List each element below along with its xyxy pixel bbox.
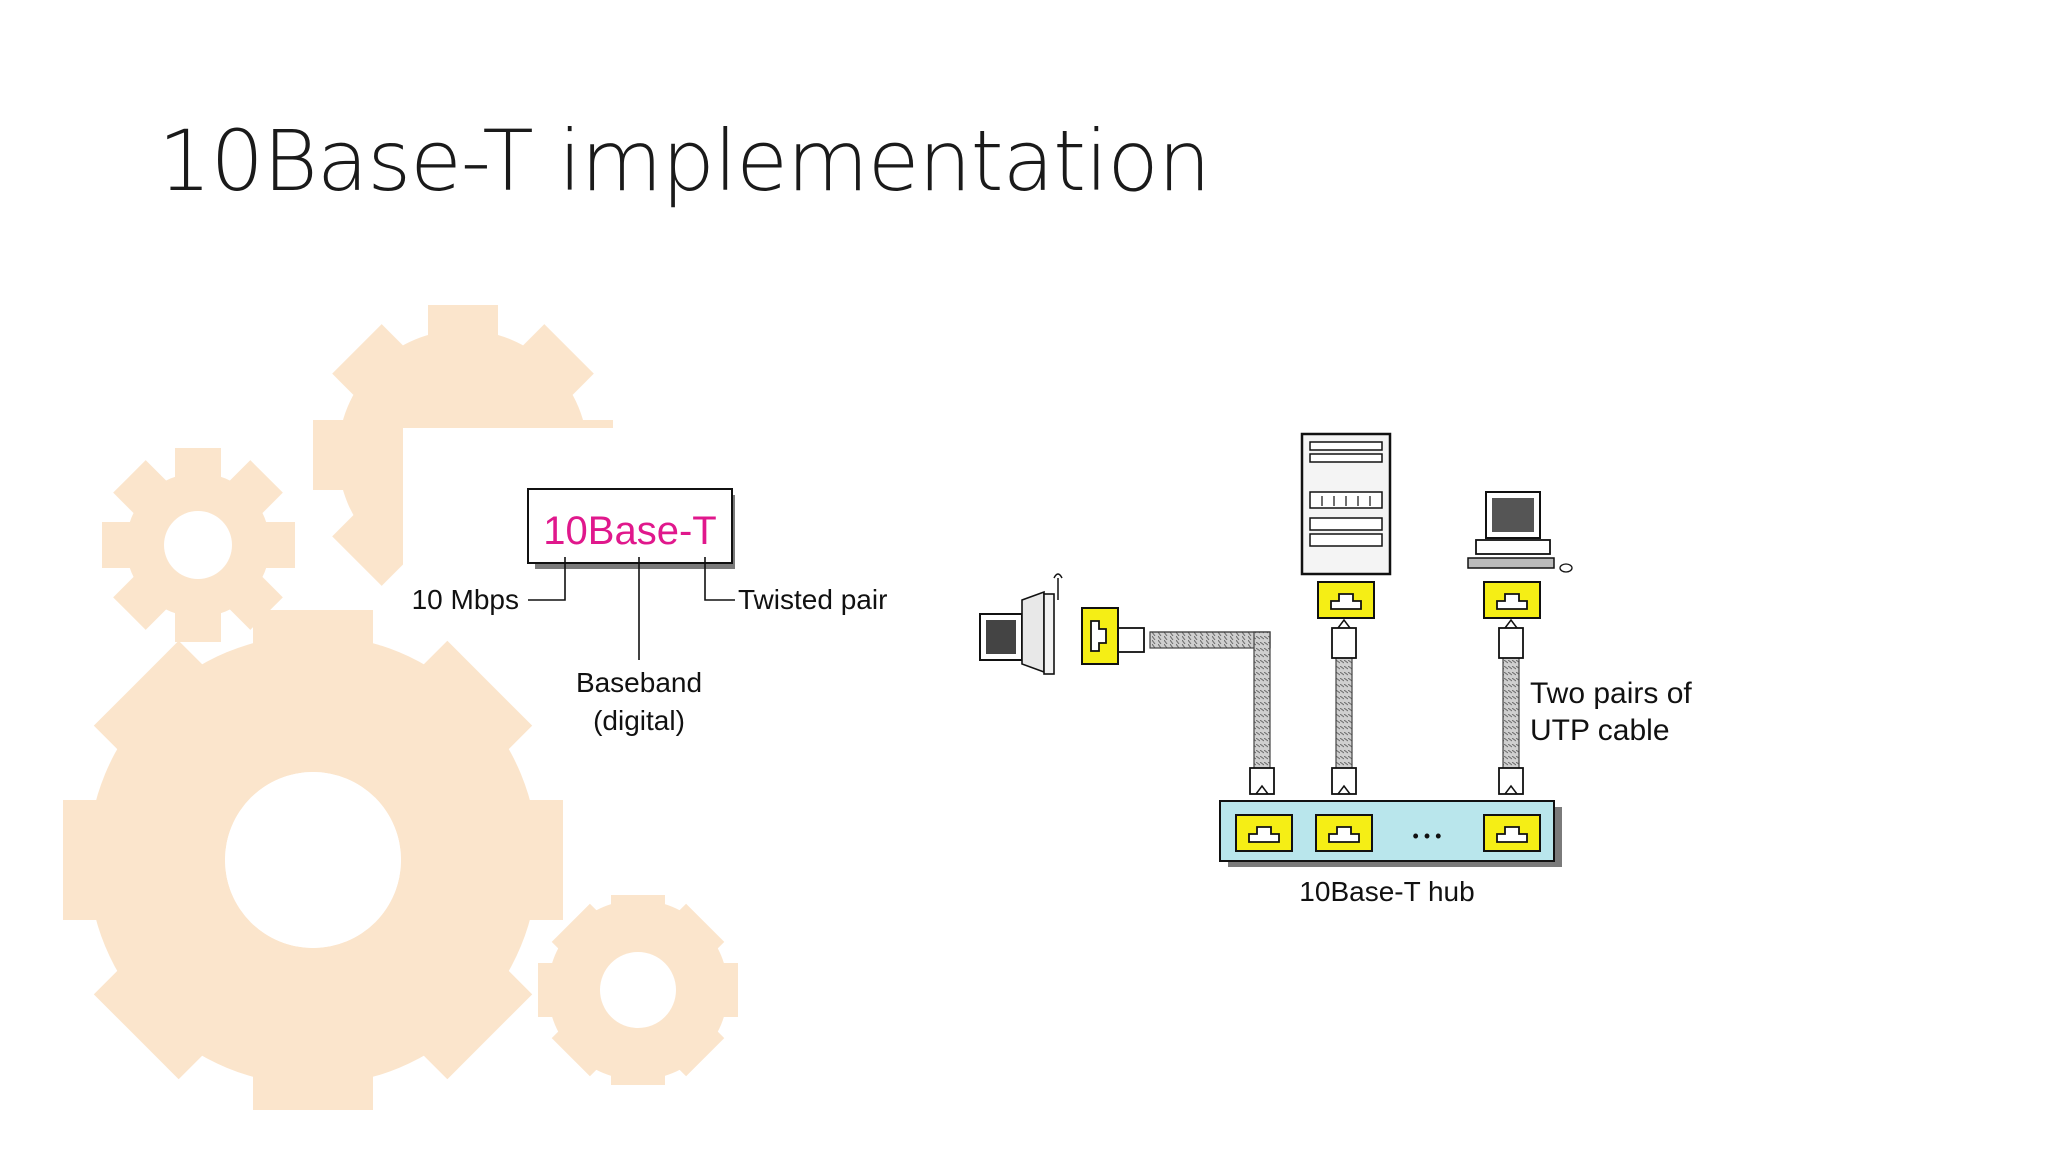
hub-label: 10Base-T hub xyxy=(1299,876,1474,907)
notation-breakdown: 10Base-T 10 Mbps Twisted pair Baseband (… xyxy=(412,488,887,736)
gear-icon xyxy=(313,305,613,605)
rj45-plug-icon xyxy=(1331,618,1357,659)
cable-label-line2: UTP cable xyxy=(1530,714,1670,747)
hub-ellipsis: • • • xyxy=(1413,826,1442,846)
utp-cable xyxy=(1335,655,1353,773)
utp-cables xyxy=(1149,631,1520,773)
rj45-port-icon xyxy=(1317,581,1375,619)
rj45-plug-icon xyxy=(1249,767,1275,795)
rj45-plug-icon xyxy=(1498,618,1524,659)
rj45-port-icon xyxy=(1483,581,1541,619)
desktop-computer-icon xyxy=(1467,491,1573,573)
medium-label: Twisted pair xyxy=(738,584,887,615)
cable-label-line1: Two pairs of xyxy=(1530,677,1692,710)
rj45-port-icon xyxy=(1483,814,1541,852)
rj45-port-icon xyxy=(1315,814,1373,852)
rj45-plug-icon xyxy=(1498,767,1524,795)
rj45-port-icon xyxy=(1235,814,1293,852)
workstation-icon xyxy=(979,573,1063,675)
notation-box-label: 10Base-T xyxy=(543,509,716,553)
utp-cable xyxy=(1149,631,1271,773)
hub-icon: • • • xyxy=(1219,800,1562,867)
server-icon xyxy=(1300,432,1392,576)
signal-label-line1: Baseband xyxy=(576,667,702,698)
signal-label-line2: (digital) xyxy=(593,705,685,736)
page-title: 10Base-T implementation xyxy=(158,112,1211,210)
rj45-plug-icon xyxy=(1331,767,1357,795)
utp-cable xyxy=(1502,655,1520,773)
rj45-port-icon xyxy=(1081,607,1119,665)
rate-label: 10 Mbps xyxy=(412,584,519,615)
